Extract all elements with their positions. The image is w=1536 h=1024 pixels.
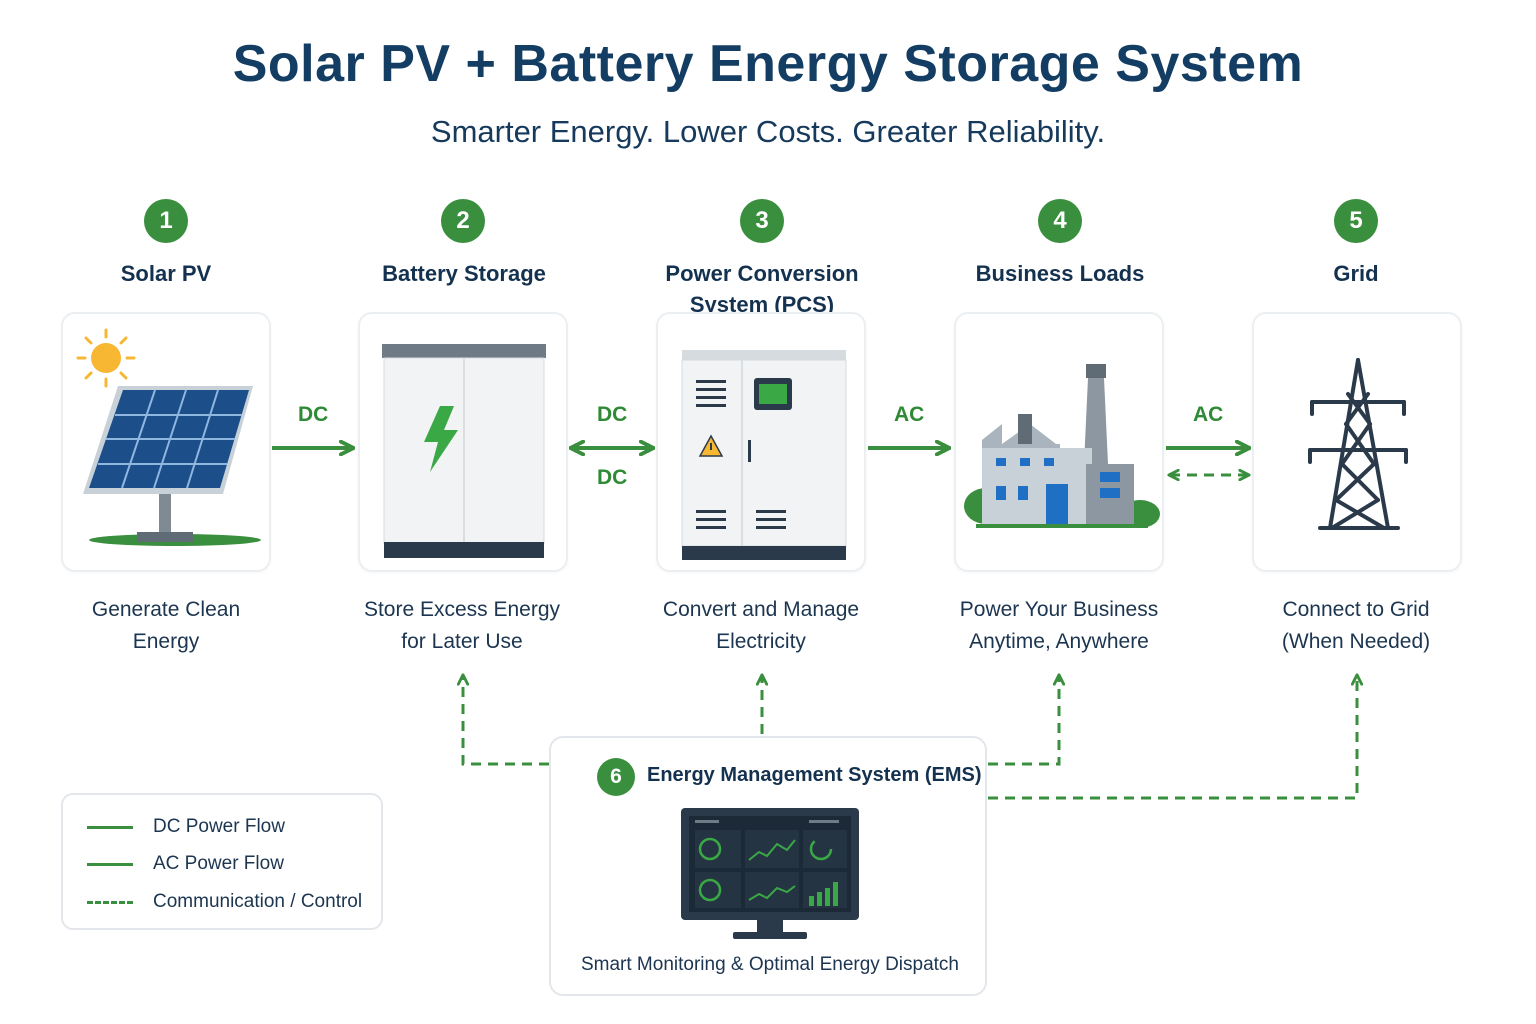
- step-desc-line: Generate Clean: [91, 598, 241, 621]
- legend-row-comm: Communication / Control: [87, 890, 362, 914]
- step-desc-line: (When Needed): [1281, 630, 1431, 653]
- step-desc-line: Electricity: [716, 630, 806, 653]
- legend-solid-line: [87, 825, 133, 829]
- step-title-pcs-line1: Power Conversion: [665, 261, 859, 286]
- step-number-2: 2: [441, 199, 485, 243]
- transmission-tower-icon: [1308, 358, 1408, 530]
- step-desc-grid: Connect to Grid (When Needed): [1226, 594, 1486, 658]
- legend-dashed-line: [87, 900, 133, 904]
- legend: DC Power Flow AC Power Flow Communicatio…: [61, 793, 383, 930]
- step-desc-battery: Store Excess Energy for Later Use: [332, 594, 592, 658]
- solar-panel-icon: [76, 328, 261, 546]
- legend-solid-line: [87, 862, 133, 866]
- legend-row-ac: AC Power Flow: [87, 852, 284, 876]
- step-title-battery-storage: Battery Storage: [382, 261, 546, 286]
- step-number-6: 6: [597, 758, 635, 796]
- factory-icon: [964, 364, 1160, 528]
- comm-line-ems-loads: [988, 676, 1059, 766]
- step-desc-line: Anytime, Anywhere: [969, 630, 1149, 653]
- sun-icon: [76, 328, 136, 388]
- pcs-card: [656, 312, 866, 572]
- step-desc-line: Convert and Manage: [662, 598, 860, 621]
- flow-label-ac-loads-grid: AC: [1193, 403, 1224, 426]
- step-title-business-loads: Business Loads: [975, 261, 1145, 286]
- page-title: Solar PV + Battery Energy Storage System: [232, 35, 1304, 93]
- business-loads-card: [954, 312, 1164, 572]
- step-number-5: 5: [1334, 199, 1378, 243]
- lightning-bolt-icon: [424, 406, 458, 472]
- pcs-cabinet-icon: [681, 350, 847, 560]
- step-desc-pcs: Convert and Manage Electricity: [631, 594, 891, 658]
- step-desc-line: Energy: [132, 630, 200, 653]
- step-title-solar-pv: Solar PV: [120, 261, 212, 286]
- legend-label-dc: DC Power Flow: [153, 816, 285, 837]
- flow-label-dc-battery-pcs-top: DC: [597, 403, 628, 426]
- step-desc-line: Power Your Business: [959, 598, 1159, 621]
- grid-card: [1252, 312, 1462, 572]
- legend-label-comm: Communication / Control: [153, 891, 363, 912]
- ems-title: Energy Management System (EMS): [647, 764, 982, 786]
- flow-label-dc-battery-pcs-bottom: DC: [597, 466, 628, 489]
- legend-row-dc: DC Power Flow: [87, 815, 285, 839]
- legend-label-ac: AC Power Flow: [153, 853, 284, 874]
- page-subtitle: Smarter Energy. Lower Costs. Greater Rel…: [430, 114, 1106, 149]
- flow-label-dc-pv-battery: DC: [298, 403, 329, 426]
- solar-pv-card: [61, 312, 271, 572]
- step-desc-solar-pv: Generate Clean Energy: [36, 594, 296, 658]
- step-number-3: 3: [740, 199, 784, 243]
- step-number-1: 1: [144, 199, 188, 243]
- step-number-4: 4: [1038, 199, 1082, 243]
- step-desc-line: Connect to Grid: [1282, 598, 1430, 621]
- step-title-grid: Grid: [1333, 261, 1379, 286]
- step-desc-line: Store Excess Energy: [363, 598, 561, 621]
- flow-label-ac-pcs-loads: AC: [894, 403, 925, 426]
- step-desc-line: for Later Use: [401, 630, 523, 653]
- comm-line-ems-battery: [463, 676, 549, 766]
- comm-line-ems-grid: [988, 676, 1357, 800]
- battery-storage-card: [358, 312, 568, 572]
- ems-description: Smart Monitoring & Optimal Energy Dispat…: [580, 954, 960, 975]
- monitor-dashboard-icon: [681, 808, 859, 939]
- ems-card: 6 Energy Management System (EMS) Smart M…: [549, 736, 987, 996]
- battery-cabinet-icon: [382, 344, 546, 558]
- step-desc-business-loads: Power Your Business Anytime, Anywhere: [929, 594, 1189, 658]
